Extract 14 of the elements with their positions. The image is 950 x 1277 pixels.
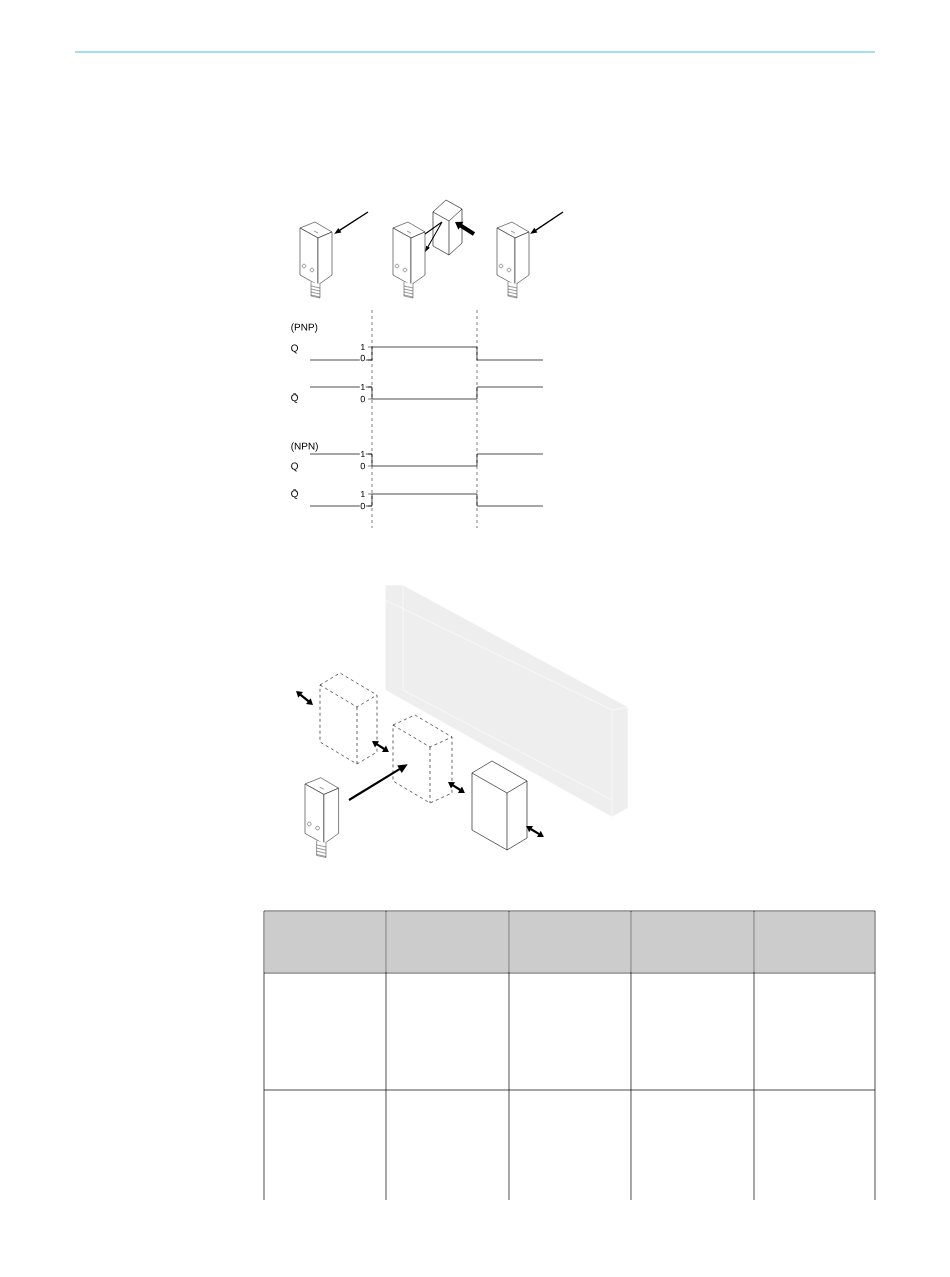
signal-name: Q	[290, 344, 299, 354]
signal-name: Q̄	[290, 488, 299, 500]
level-label: 1	[359, 343, 366, 351]
level-label: 0	[359, 462, 366, 470]
level-label: 0	[359, 502, 366, 510]
row-label: (NPN)	[290, 441, 319, 453]
level-label: 1	[359, 450, 366, 458]
signal-name: Q̄	[290, 392, 299, 404]
signal-name: Q	[290, 462, 299, 472]
level-label: 0	[359, 395, 366, 403]
level-label: 0	[359, 354, 366, 362]
row-label: (PNP)	[290, 322, 319, 334]
level-label: 1	[359, 490, 366, 498]
level-label: 1	[359, 383, 366, 391]
